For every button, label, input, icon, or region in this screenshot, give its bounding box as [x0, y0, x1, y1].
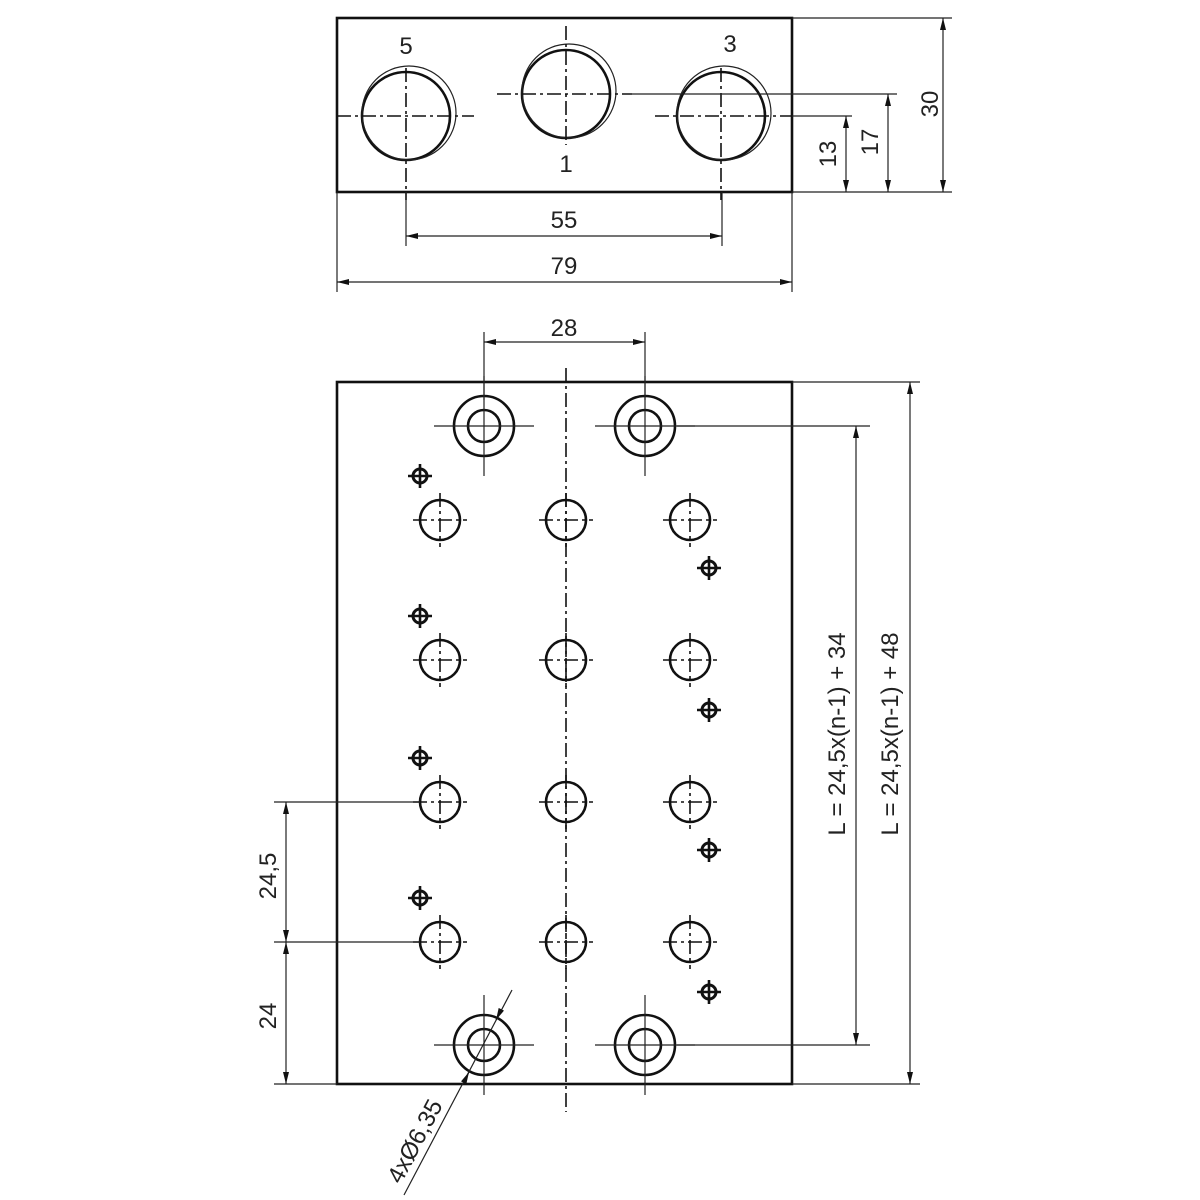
port-label-5: 5 [399, 33, 412, 60]
port-hole [663, 633, 717, 687]
plan-view-outline [335, 380, 794, 1086]
port-hole [663, 915, 717, 969]
port-label-3: 3 [723, 31, 736, 58]
port-hole [413, 775, 467, 829]
dim-30: 30 [917, 91, 944, 118]
top-view-outline [335, 16, 794, 194]
pin-marker [408, 464, 432, 488]
port-3 [655, 65, 792, 200]
port-hole [413, 493, 467, 547]
pin-marker [408, 746, 432, 770]
port-hole [413, 915, 467, 969]
port-hole [663, 775, 717, 829]
port-hole [539, 633, 593, 687]
dim-24: 24 [255, 1003, 282, 1030]
pin-marker [697, 838, 721, 862]
dim-79: 79 [551, 253, 578, 280]
dim-28: 28 [551, 315, 578, 342]
port-1 [497, 26, 632, 145]
port-5 [337, 65, 474, 200]
port-hole [663, 493, 717, 547]
port-hole [539, 915, 593, 969]
pin-marker [697, 556, 721, 580]
port-label-1: 1 [559, 151, 572, 178]
pin-marker [408, 886, 432, 910]
plan-view: 28 24,5 24 4xØ6,35 L = 24,5x(n-1) + 34 L… [255, 315, 920, 1196]
top-view: 5 1 3 55 79 13 17 30 [335, 16, 952, 292]
port-hole [413, 633, 467, 687]
dim-17: 17 [857, 129, 884, 156]
mounting-hole [434, 995, 534, 1095]
pin-marker [408, 604, 432, 628]
dim-13: 13 [815, 141, 842, 168]
dim-55: 55 [551, 207, 578, 234]
dim-24-5: 24,5 [255, 853, 282, 900]
pin-marker [697, 698, 721, 722]
mounting-hole [595, 995, 695, 1095]
hole-pattern [408, 376, 721, 1095]
port-hole [539, 493, 593, 547]
port-hole [539, 775, 593, 829]
length-formula-inner: L = 24,5x(n-1) + 34 [824, 632, 851, 835]
pin-marker [697, 980, 721, 1004]
length-formula-outer: L = 24,5x(n-1) + 48 [877, 632, 904, 835]
